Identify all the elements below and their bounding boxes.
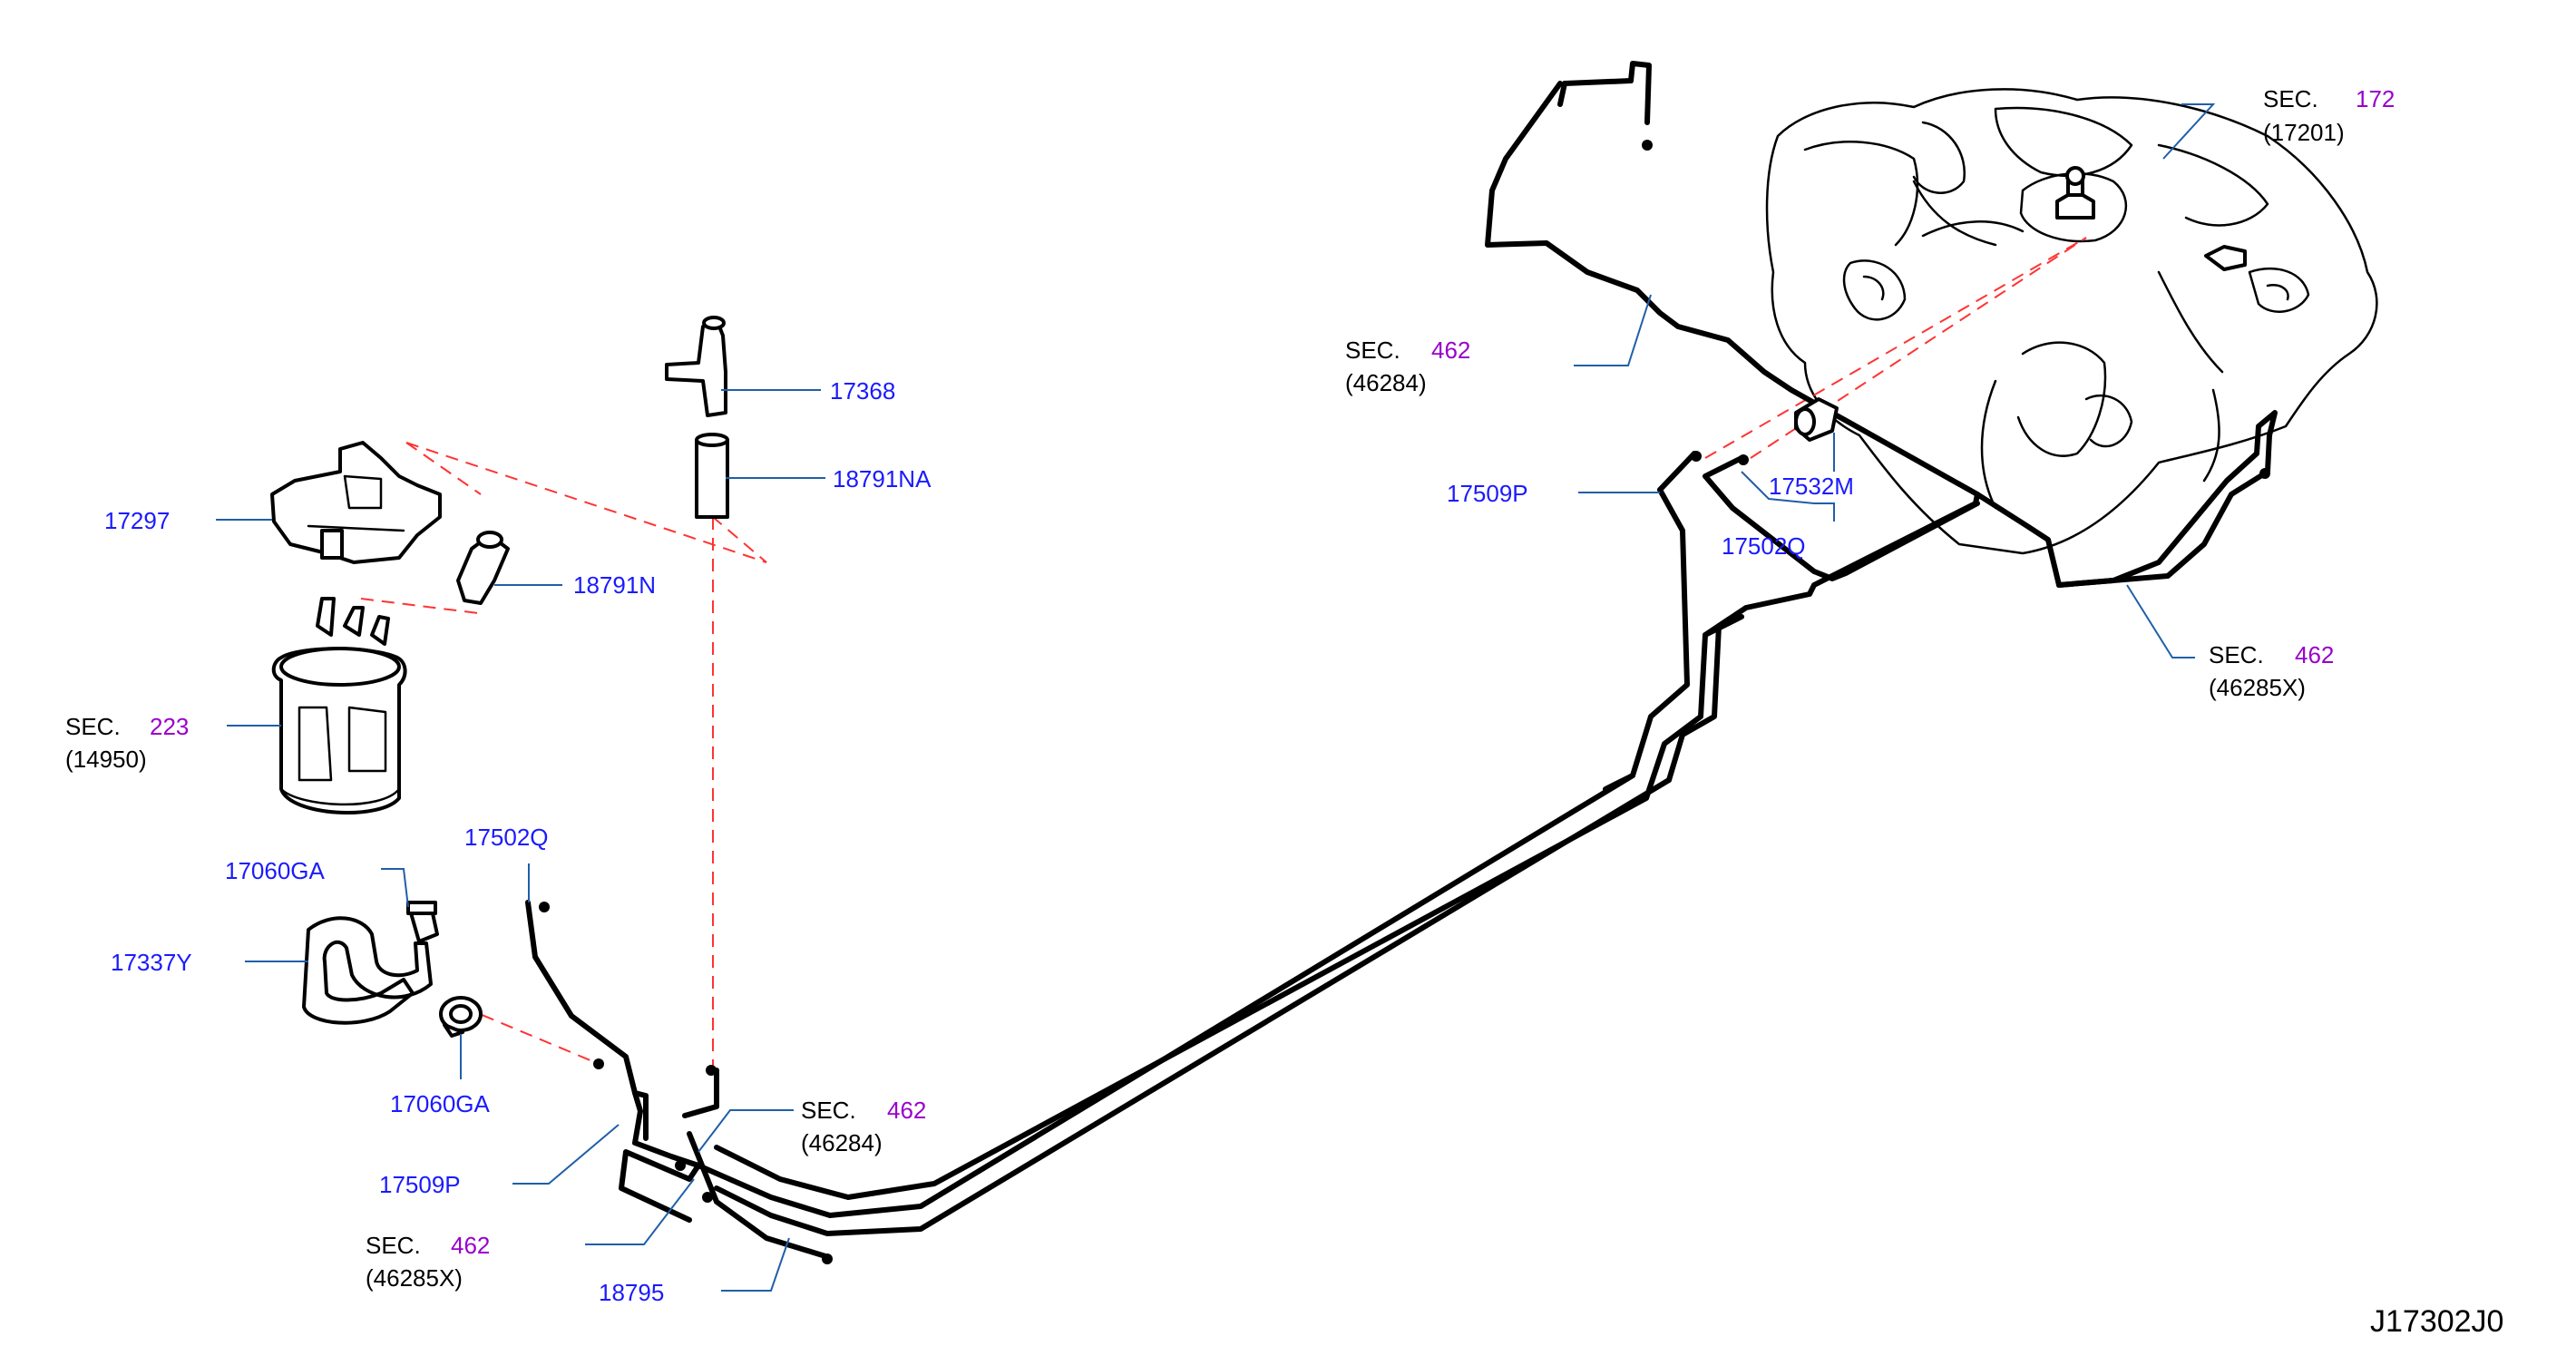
sec-223-number[interactable]: 223	[150, 713, 189, 740]
leader-lines	[216, 103, 2216, 1292]
sec-172-number[interactable]: 172	[2356, 85, 2395, 112]
part-18791NA-hose-icon	[695, 433, 729, 519]
callout-17368[interactable]: 17368	[830, 377, 895, 405]
sec-462-ref: (46284)	[801, 1129, 883, 1156]
fuel-pipe-bundle	[525, 61, 2278, 1264]
sec-462-lower-label: SEC.	[366, 1232, 421, 1259]
sec-172-label: SEC.	[2263, 85, 2318, 112]
sec-462-label: SEC.	[801, 1097, 856, 1124]
callout-labels: 17368 18791NA 17297 18791N 17502Q 17060G…	[104, 377, 1854, 1306]
sec-462-right-ref: (46285X)	[2209, 674, 2306, 701]
part-18791N-hose-icon	[456, 531, 510, 605]
fuel-tank	[1765, 88, 2378, 555]
sec-223-label: SEC.	[65, 713, 121, 740]
sec-462-upper-label: SEC.	[1345, 336, 1400, 364]
sec-462-right-label: SEC.	[2209, 641, 2264, 668]
callout-18791N[interactable]: 18791N	[573, 571, 656, 599]
callout-17509P-right[interactable]: 17509P	[1447, 480, 1528, 507]
callout-18795[interactable]: 18795	[599, 1279, 664, 1306]
part-17368-valve-icon	[665, 316, 727, 417]
sec-462-number[interactable]: 462	[887, 1097, 926, 1124]
part-17297-cap-icon	[270, 441, 442, 564]
callout-17532M[interactable]: 17532M	[1769, 473, 1854, 500]
callout-17297[interactable]: 17297	[104, 507, 170, 534]
dashed-guides	[360, 237, 2087, 1070]
sec-223-ref: (14950)	[65, 746, 147, 773]
sec-462-upper-ref: (46284)	[1345, 369, 1427, 396]
callout-17337Y[interactable]: 17337Y	[111, 949, 192, 976]
part-17060GA-clamp-icon	[406, 901, 439, 943]
part-17532M-connector-icon	[1794, 397, 1839, 442]
sec-172-ref: (17201)	[2263, 119, 2345, 146]
callout-17060GA-lower[interactable]: 17060GA	[390, 1090, 491, 1117]
sec-462-upper-number[interactable]: 462	[1431, 336, 1470, 364]
part-17337Y-hose-icon	[302, 916, 433, 1025]
callout-17502Q[interactable]: 17502Q	[464, 824, 549, 851]
part-17060GA-clamp-lower-icon	[439, 996, 483, 1038]
callout-17060GA[interactable]: 17060GA	[225, 857, 326, 884]
callout-17509P[interactable]: 17509P	[379, 1171, 461, 1198]
diagram-code: J17302J0	[2370, 1304, 2503, 1339]
evap-canister-icon	[271, 597, 407, 814]
sec-462-lower-number[interactable]: 462	[451, 1232, 490, 1259]
sec-462-lower-ref: (46285X)	[366, 1264, 463, 1292]
callout-18791NA[interactable]: 18791NA	[833, 465, 932, 493]
callout-17502Q-right[interactable]: 17502Q	[1722, 532, 1806, 560]
sec-462-right-number[interactable]: 462	[2295, 641, 2334, 668]
section-refs: SEC. 223 (14950) SEC. 462 (46284) SEC. 4…	[65, 85, 2395, 1292]
